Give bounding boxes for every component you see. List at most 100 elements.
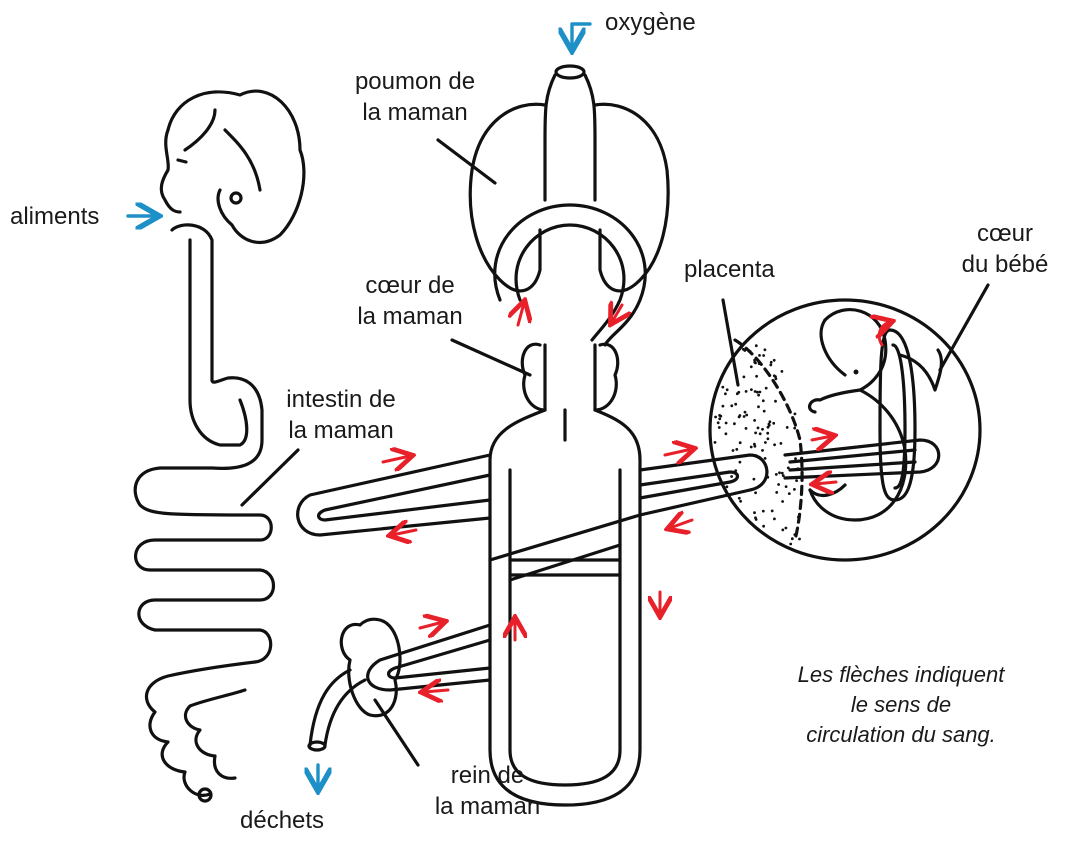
placenta-dot [774,400,777,403]
placenta-dot [749,350,752,353]
placenta-dot [725,422,728,425]
label-poumon-line1: poumon de [340,66,490,97]
placenta-dot [762,510,765,513]
placenta-dot [755,454,758,457]
label-rein: rein de la maman [420,760,555,822]
label-coeur-bebe-line1: cœur [950,218,1060,249]
placenta-dot [753,511,756,514]
placenta-dot [770,361,773,364]
placenta-dot [773,374,776,377]
flow-arrow [420,622,443,628]
flow-arrow [665,449,692,455]
placenta-dot [769,420,772,423]
placenta-dot [795,479,798,482]
placenta-dot [743,415,746,418]
placenta-dot [788,492,791,495]
label-intestin: intestin de la maman [268,384,414,446]
placenta-dot [763,410,766,413]
placenta-dot [758,362,761,365]
placenta-dot [772,422,775,425]
flow-arrow [812,436,832,440]
placenta-dot [757,405,760,408]
placenta-dot [743,376,746,379]
placenta-dot [791,537,794,540]
placenta-dot [732,449,735,452]
placenta-dot [730,475,733,478]
intestine-vessel-loop [298,455,490,535]
placenta-dot [745,427,748,430]
placenta-dot [758,484,761,487]
placenta-dot [754,491,757,494]
placenta-dot [722,405,725,408]
placenta-dot [761,449,764,452]
placenta-dot [721,386,724,389]
label-oxygene: oxygène [605,7,696,38]
placenta-dot [780,442,783,445]
placenta-dot [738,497,741,500]
placenta-dot [762,354,765,357]
placenta-dot [781,370,784,373]
oxygen-arrow [572,24,590,48]
label-coeur-maman: cœur de la maman [345,270,475,332]
placenta-dot [739,500,742,503]
label-poumon: poumon de la maman [340,66,490,128]
label-coeur-bebe: cœur du bébé [950,218,1060,280]
legend-note-line2: le sens de [770,690,1032,720]
placenta-dot [797,516,800,519]
placenta-dot [793,427,796,430]
placenta-dot [773,359,776,362]
placenta-dot [739,414,742,417]
placenta-dot [725,432,728,435]
placenta-dot [739,461,742,464]
placenta-dot [775,377,778,380]
placenta-dot [764,441,767,444]
placenta-dot [730,404,733,407]
placenta-dot [755,375,758,378]
label-intestin-line1: intestin de [268,384,414,415]
mother-head [161,91,304,242]
placenta-dot [734,469,737,472]
placenta-dot [718,417,721,420]
placenta-dot [733,422,736,425]
label-aliments: aliments [10,201,99,232]
label-coeur-maman-line2: la maman [345,301,475,332]
placenta-dot [764,457,767,460]
placenta-dot [766,476,769,479]
flow-arrow [518,303,524,325]
placenta-dot [724,392,727,395]
placenta-dot [758,354,761,357]
placenta-dot [771,510,774,513]
placenta-dot [781,472,784,475]
label-coeur-maman-line1: cœur de [345,270,475,301]
legend-note-line1: Les flèches indiquent [770,660,1032,690]
placenta-dot [753,361,756,364]
placenta-dot [757,427,760,430]
placenta-vessel-loop [490,455,767,580]
placenta-dot [757,394,760,397]
placenta-dot [794,413,797,416]
placenta-dot [735,492,738,495]
placenta-dots [714,344,801,545]
placenta-dot [717,421,720,424]
placenta-dot [785,485,788,488]
label-coeur-bebe-line2: du bébé [950,249,1060,280]
placenta-dot [726,388,729,391]
placenta-dot [745,390,748,393]
placenta-dot [761,428,764,431]
womb [710,300,980,560]
flow-arrow [424,690,448,692]
mother-circulation [490,205,645,805]
placenta-dot [781,529,784,532]
flow-arrow [670,520,692,528]
placenta-dot [794,457,797,460]
placenta-dot [736,392,739,395]
placenta-dot [767,437,770,440]
placenta-dot [775,491,778,494]
placenta-dot [786,426,789,429]
placenta-dot [726,485,729,488]
placenta-dot [793,533,796,536]
placenta-dot [755,344,758,347]
placenta-dot [754,432,757,435]
placenta-dot [785,527,788,530]
